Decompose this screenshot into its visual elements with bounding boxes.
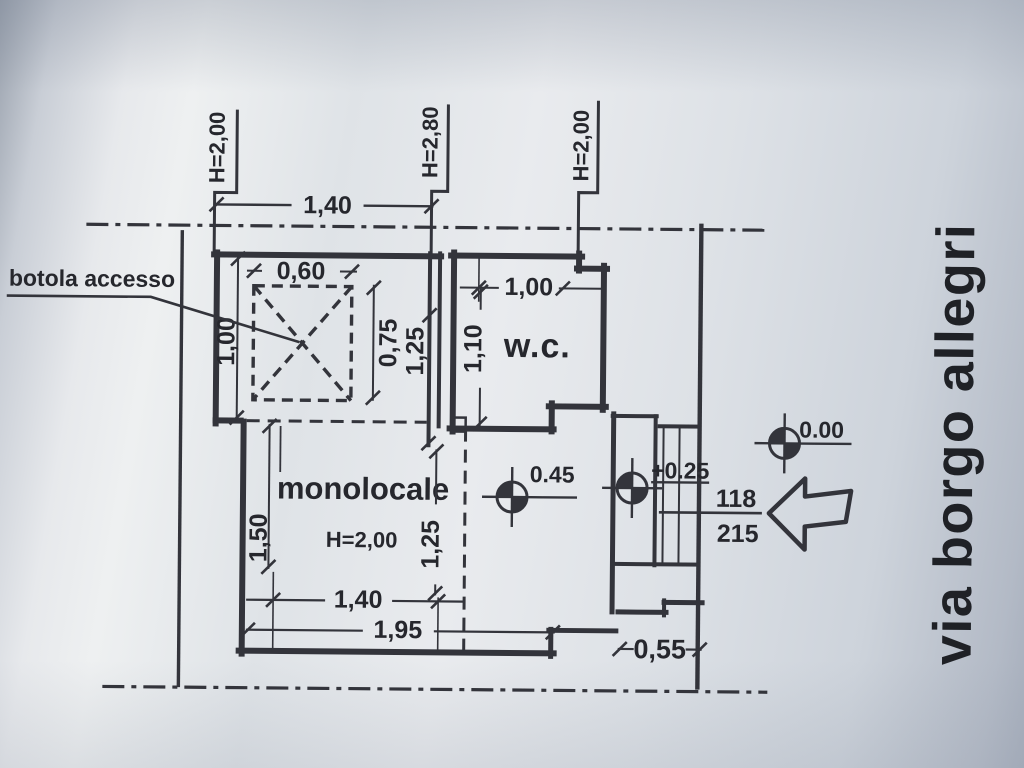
svg-text:0.45: 0.45 [530, 461, 575, 487]
dim-partition-lower: 1,25 [416, 442, 445, 602]
svg-text:1,50: 1,50 [244, 513, 272, 562]
dim-entry-width: 0,55 [611, 634, 709, 665]
svg-text:0,55: 0,55 [633, 634, 686, 664]
svg-text:1,25: 1,25 [401, 327, 429, 376]
street-name-label: via borgo allegri [923, 222, 987, 665]
main-room-label: monolocale [277, 470, 450, 507]
height-leaders [212, 100, 600, 257]
dim-bottom-inner: 1,40 [246, 571, 465, 652]
height-label-left: H=2,00 [204, 112, 230, 184]
level-marker-street: 0.00 [752, 411, 852, 476]
level-marker-main: 0.45 [480, 461, 578, 529]
dim-wc-depth: 1,10 [459, 283, 490, 433]
svg-text:1,25: 1,25 [416, 520, 444, 569]
boundary-lines [86, 222, 772, 694]
hatch-access-annotation: botola accesso [6, 265, 300, 344]
ceiling-hatch [251, 284, 354, 403]
wc-door-jamb [450, 416, 467, 433]
main-room-walls [235, 418, 619, 659]
height-label-center: H=2,80 [417, 106, 443, 178]
svg-text:1,00: 1,00 [504, 273, 553, 301]
svg-text:0.00: 0.00 [799, 417, 844, 443]
door-height-value: 215 [717, 520, 759, 548]
svg-text:+0.25: +0.25 [651, 457, 710, 484]
level-marker-landing: +0.25 [600, 456, 710, 520]
svg-text:0,60: 0,60 [277, 257, 326, 285]
entrance-arrow-icon [766, 476, 854, 552]
hatch-access-label: botola accesso [9, 265, 175, 292]
dim-bottom-outer: 1,95 [239, 597, 562, 652]
svg-text:1,10: 1,10 [459, 324, 487, 373]
entry-walls [609, 411, 705, 618]
dim-main-left: 1,50 [244, 417, 278, 576]
dim-top-width: 1,40 [208, 191, 440, 220]
svg-text:1,00: 1,00 [212, 317, 240, 366]
dim-partition-upper: 1,25 [401, 306, 438, 452]
dim-hatch-depth: 0,75 [364, 279, 403, 407]
wc-room-label: w.c. [503, 327, 571, 366]
height-label-right: H=2,00 [568, 110, 594, 182]
hatch-room-walls [211, 249, 445, 448]
hatch-room-open-edge [246, 419, 427, 424]
main-room-height-label: H=2,00 [326, 527, 398, 553]
svg-text:0,75: 0,75 [374, 318, 402, 367]
svg-text:1,40: 1,40 [303, 191, 352, 219]
dim-hatch-left: 1,00 [212, 250, 247, 426]
svg-text:1,40: 1,40 [334, 585, 383, 613]
main-room-open-edge [462, 428, 468, 651]
door-width-value: 118 [716, 485, 757, 513]
svg-text:1,95: 1,95 [373, 616, 422, 644]
door-size-annotation: 118 215 [658, 485, 762, 548]
dim-hatch-width: 0,60 [245, 257, 361, 285]
